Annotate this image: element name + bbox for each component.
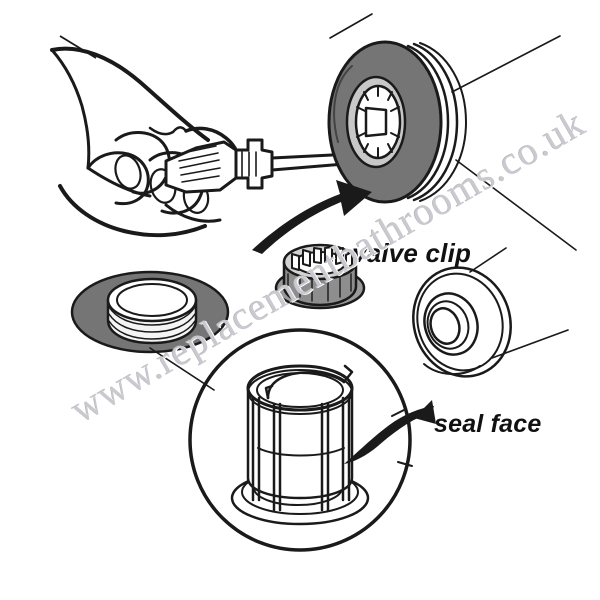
- label-valve-clip: valve clip: [352, 238, 472, 268]
- arrow-to-seal-face: [344, 406, 434, 464]
- leader-line-seal-disc-bottom: [491, 329, 569, 359]
- stray-line-top-left: [59, 35, 97, 59]
- leader-line-valve-body-lower: [455, 159, 577, 251]
- arrow-to-seal-face-head: [414, 400, 436, 424]
- leader-line-valve-body: [451, 35, 561, 93]
- valve-body-illustration: [327, 40, 467, 204]
- seal-face-disc-illustration: [412, 266, 512, 378]
- leader-line-valve-top: [329, 13, 373, 39]
- leader-line-seal-disc-top: [469, 247, 507, 273]
- leader-line-callout: [149, 347, 215, 391]
- arrow-to-valve-body: [252, 180, 372, 254]
- label-seal-face: seal face: [434, 410, 542, 438]
- flange-ring-illustration: [70, 270, 230, 354]
- valve-clip-illustration: [274, 243, 366, 310]
- detail-callout: [188, 328, 412, 552]
